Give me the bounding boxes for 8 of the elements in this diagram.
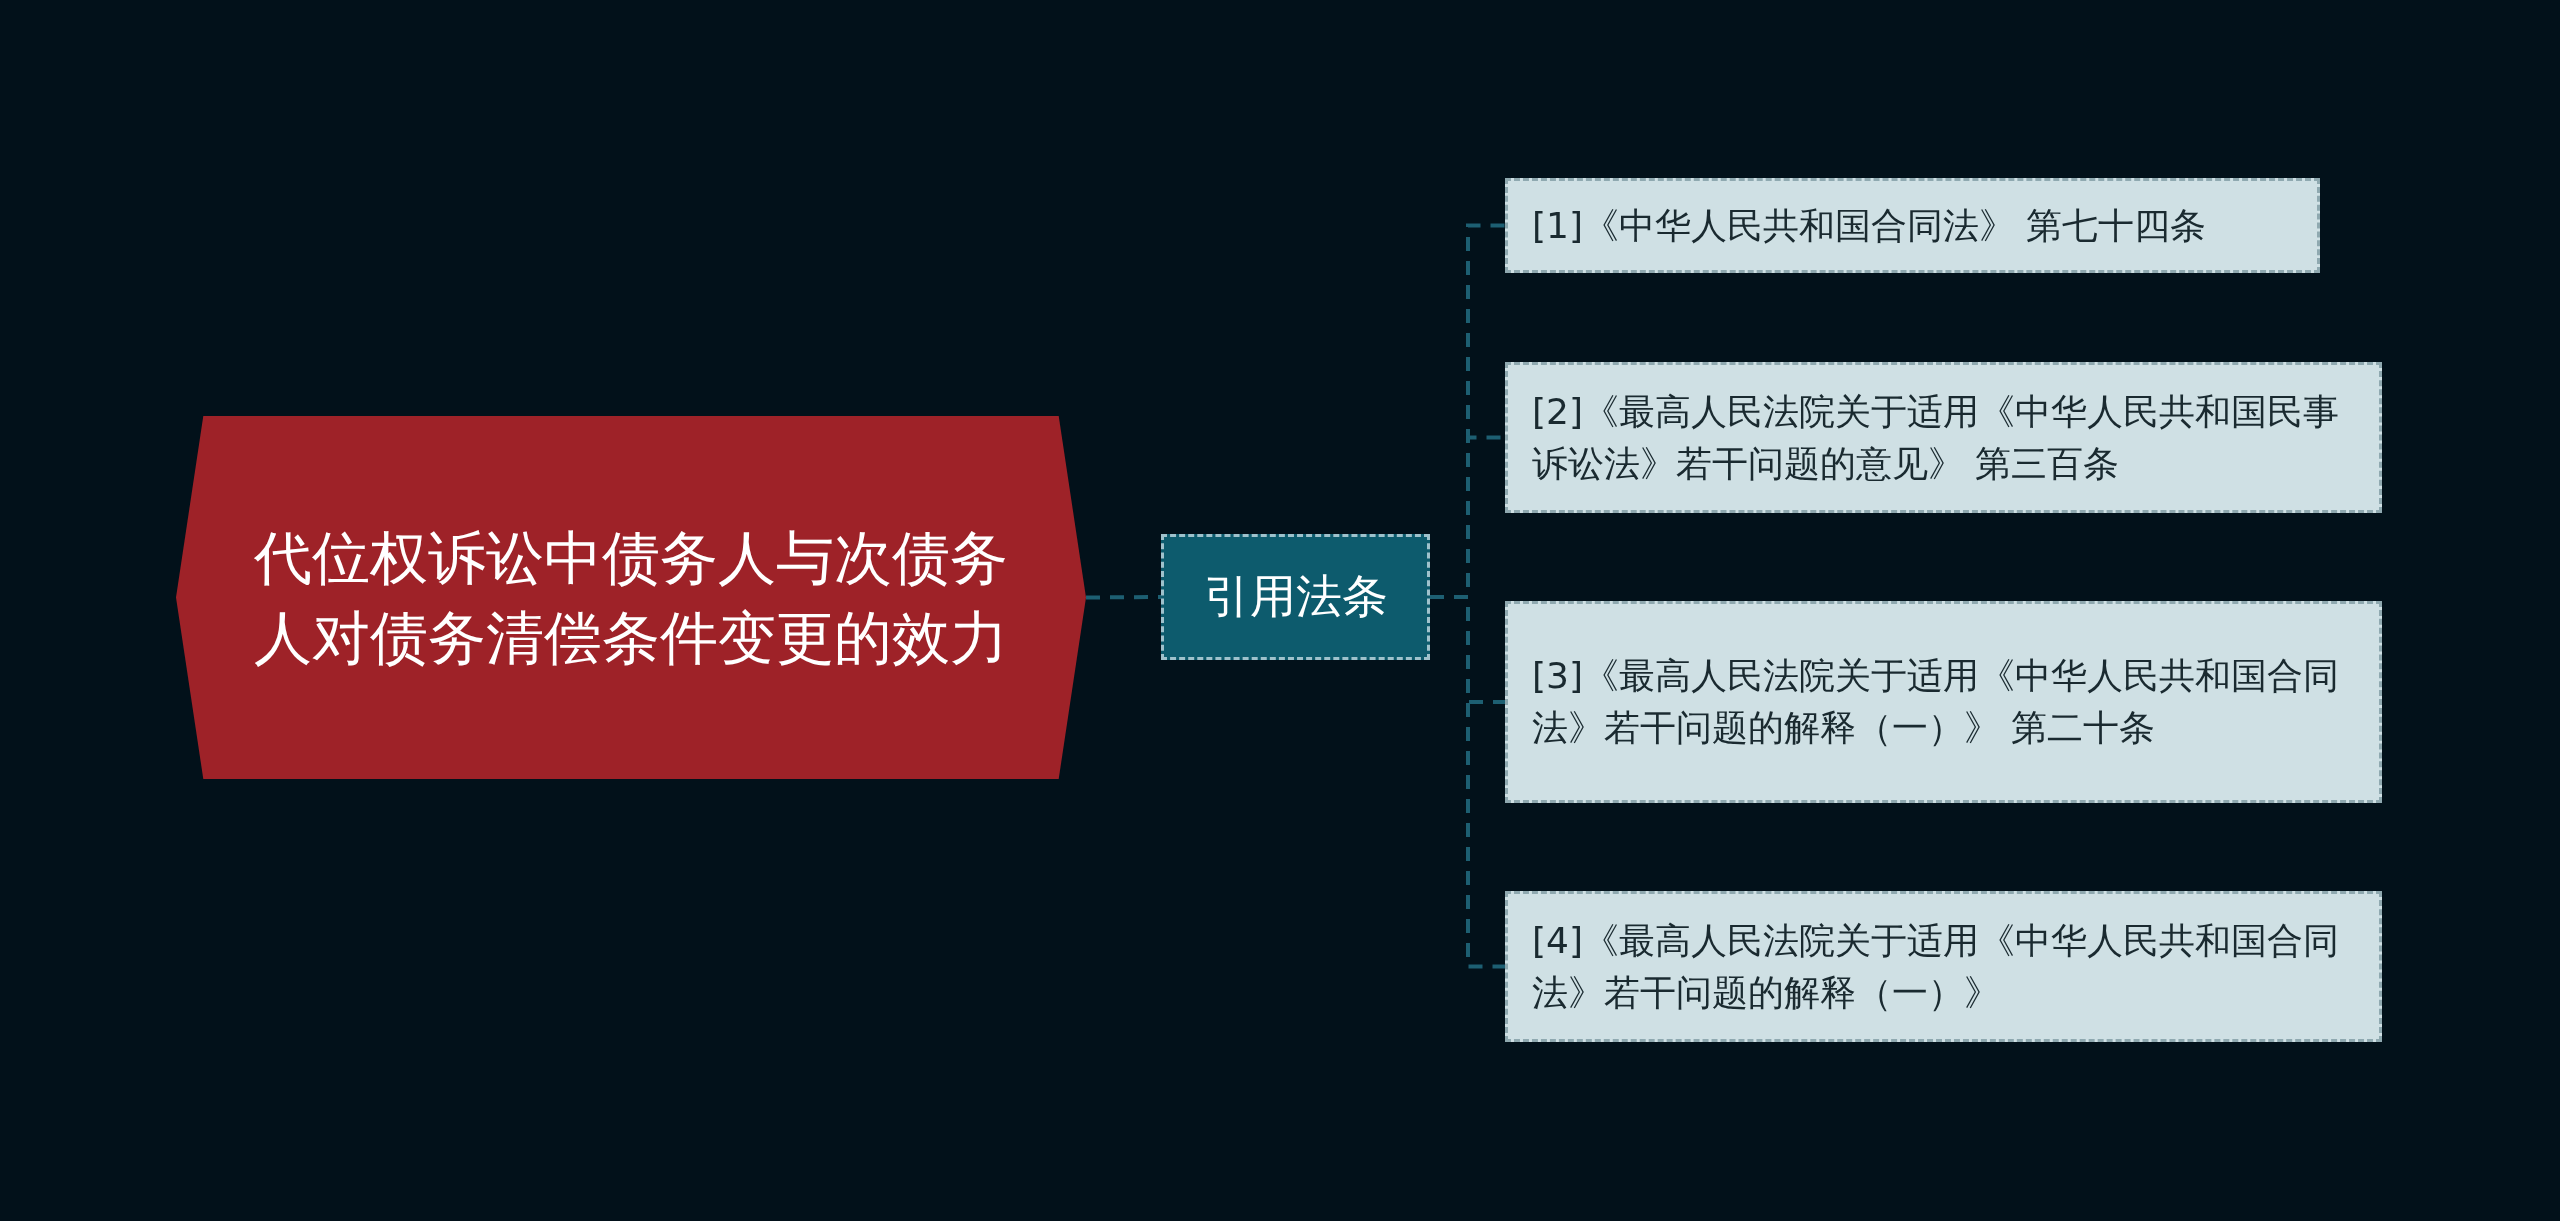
category-box: 引用法条 (1161, 534, 1430, 660)
citation-box: [1]《中华人民共和国合同法》 第七十四条 (1505, 178, 2320, 273)
topic-hexagon: 代位权诉讼中债务人与次债务人对债务清偿条件变更的效力 (176, 416, 1086, 779)
citation-box: [3]《最高人民法院关于适用《中华人民共和国合同法》若干问题的解释（一）》 第二十条 (1505, 601, 2382, 803)
connector-line (1430, 595, 1505, 969)
connector-line (1086, 595, 1161, 600)
citation-box: [4]《最高人民法院关于适用《中华人民共和国合同法》若干问题的解释（一）》 (1505, 891, 2382, 1042)
citation-box: [2]《最高人民法院关于适用《中华人民共和国民事诉讼法》若干问题的意见》 第三百条 (1505, 362, 2382, 513)
